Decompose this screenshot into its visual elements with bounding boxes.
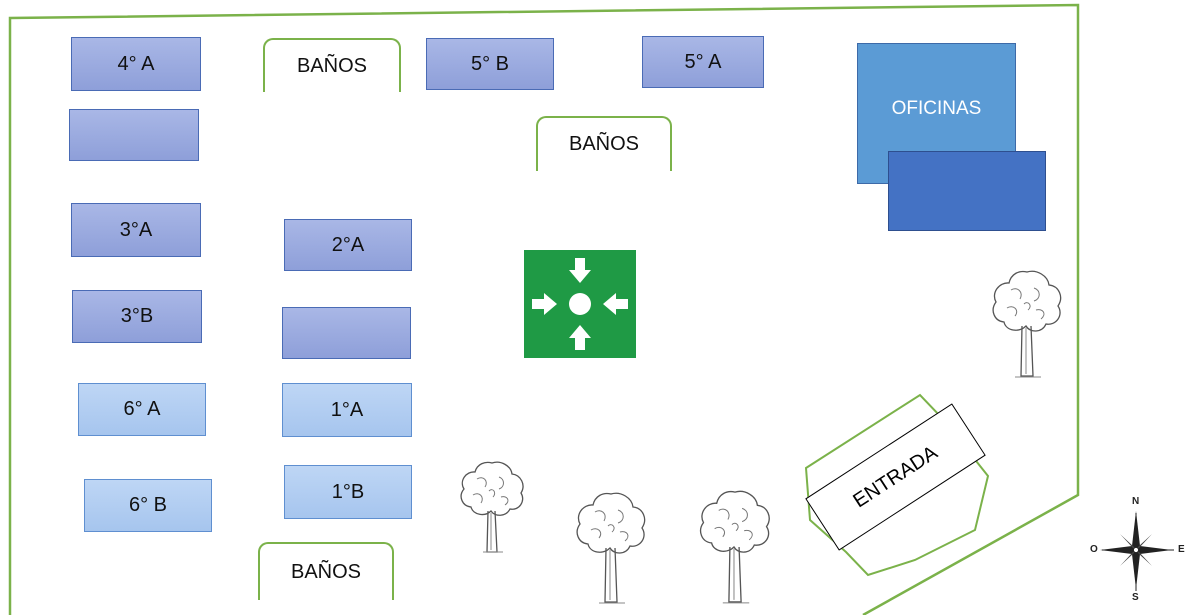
compass-rose-icon: N S E O: [1090, 493, 1186, 605]
classroom-unlabeled-top: [69, 109, 199, 161]
classroom-3a: 3°A: [71, 203, 201, 257]
office-label: OFICINAS: [891, 98, 982, 119]
classroom-6b: 6° B: [84, 479, 212, 532]
classroom-label: 4° A: [117, 52, 155, 75]
classroom-unlabeled-mid: [282, 307, 411, 359]
classroom-1b: 1°B: [284, 465, 412, 519]
bathroom-label: BAÑOS: [568, 133, 640, 155]
bathroom-label: BAÑOS: [296, 54, 368, 77]
classroom-label: 1°B: [331, 480, 365, 503]
classroom-label: 5° B: [470, 52, 510, 75]
bathroom-top: BAÑOS: [263, 38, 401, 92]
tree-icon: [694, 486, 776, 613]
classroom-1a: 1°A: [282, 383, 412, 437]
classroom-5a: 5° A: [642, 36, 764, 88]
tree-icon: [455, 457, 529, 562]
bathroom-bottom: BAÑOS: [258, 542, 394, 600]
classroom-3b: 3°B: [72, 290, 202, 343]
classroom-label: 1°A: [330, 398, 364, 421]
compass-west-label: O: [1090, 544, 1098, 555]
classroom-6a: 6° A: [78, 383, 206, 436]
tree-icon: [986, 266, 1068, 387]
office-annex: [888, 151, 1046, 231]
compass-south-label: S: [1132, 592, 1139, 603]
bathroom-label: BAÑOS: [290, 560, 362, 583]
compass-east-label: E: [1178, 544, 1185, 555]
classroom-label: 6° B: [128, 494, 168, 516]
classroom-label: 3°A: [119, 218, 153, 241]
classroom-label: 5° A: [684, 50, 722, 73]
classroom-label: 2°A: [331, 233, 365, 256]
tree-icon: [571, 488, 651, 613]
classroom-label: 6° A: [123, 398, 161, 420]
classroom-label: 3°B: [120, 305, 154, 327]
assembly-point-icon: [524, 250, 636, 358]
classroom-5b: 5° B: [426, 38, 554, 90]
bathroom-middle: BAÑOS: [536, 116, 672, 171]
classroom-4a: 4° A: [71, 37, 201, 91]
classroom-2a: 2°A: [284, 219, 412, 271]
compass-north-label: N: [1132, 496, 1140, 507]
